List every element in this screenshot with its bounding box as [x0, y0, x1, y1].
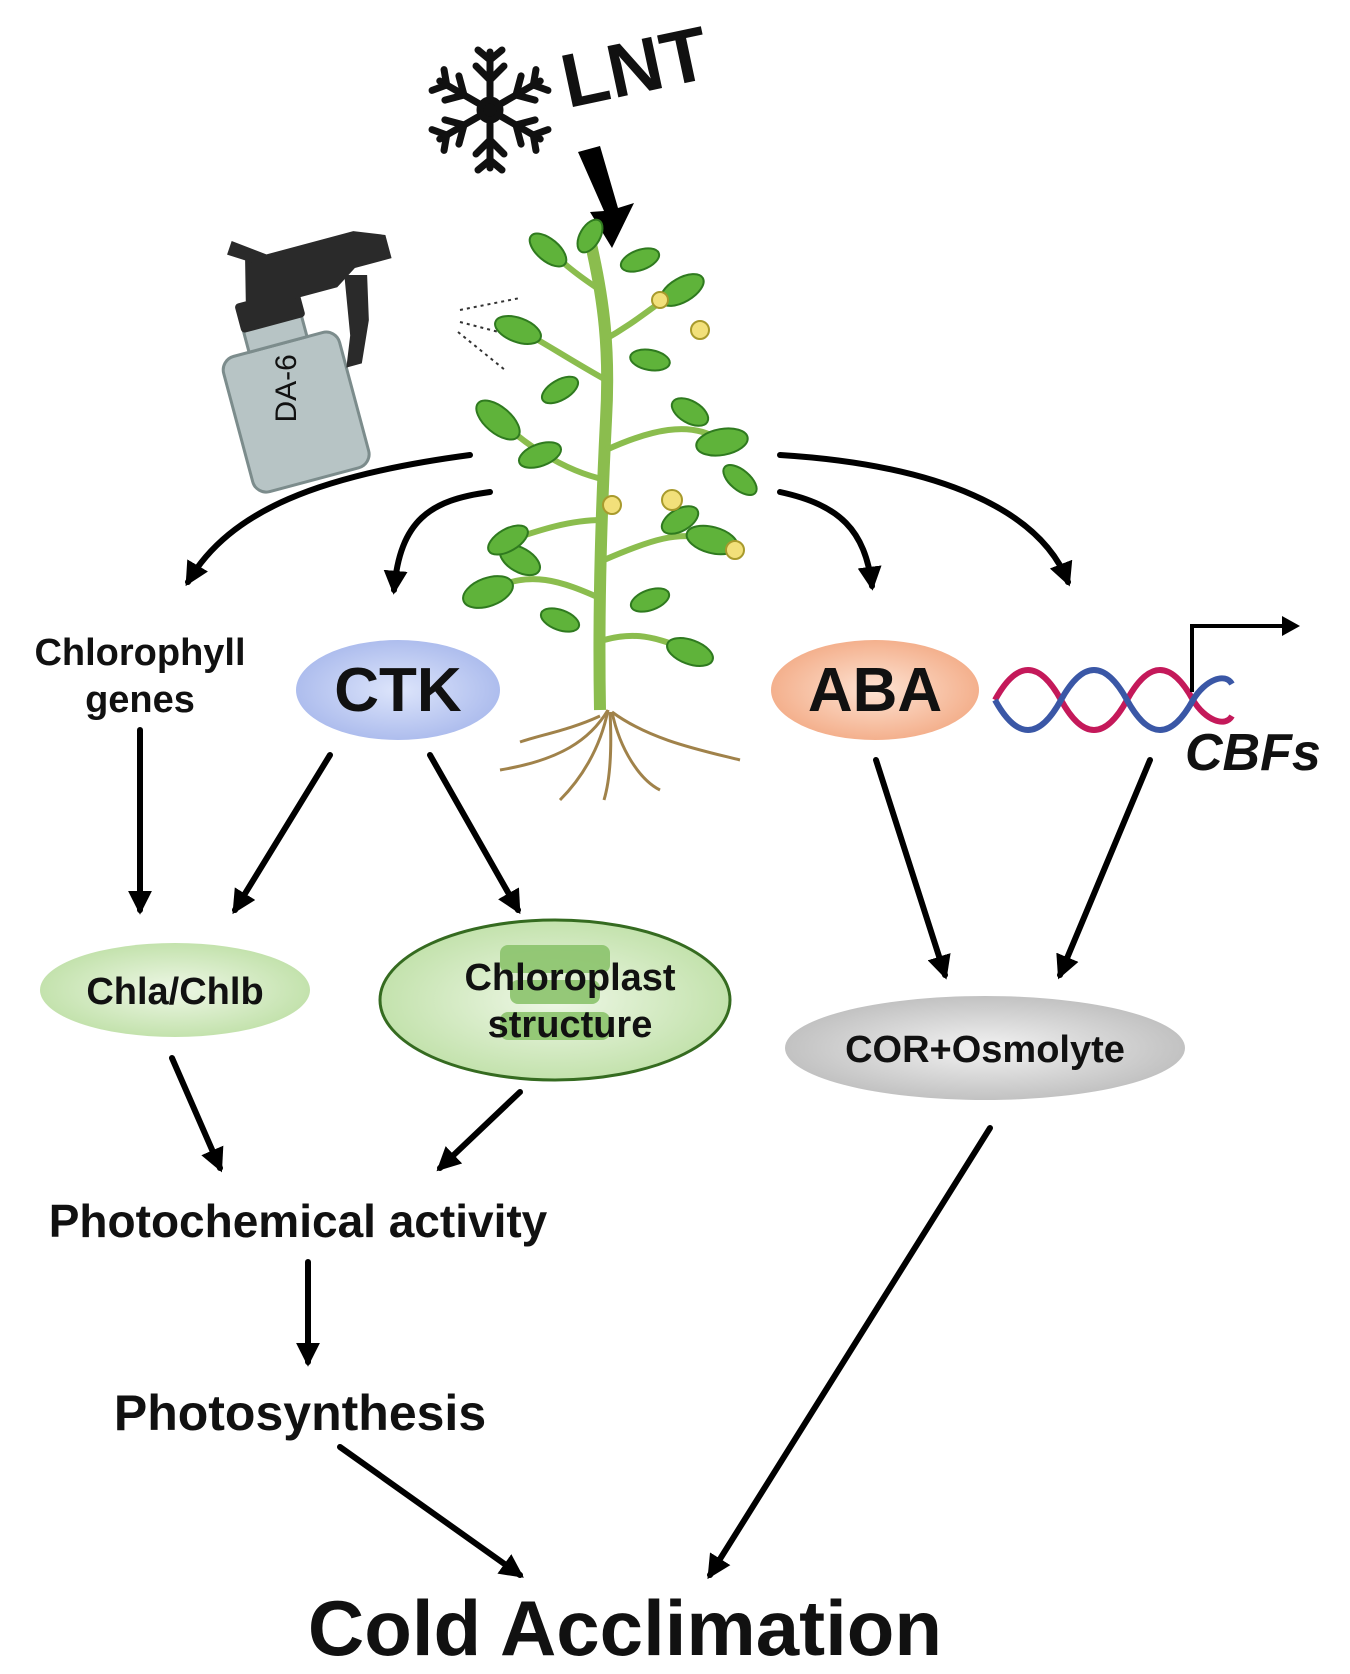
transcription-start-arrow [1190, 616, 1300, 692]
aba-node: ABA [771, 640, 979, 740]
chloroplast-structure-line2: structure [488, 1004, 653, 1046]
cor-osmolyte-label: COR+Osmolyte [845, 1029, 1125, 1071]
middle-arrows [128, 727, 1153, 980]
photosynthesis-label: Photosynthesis [114, 1385, 486, 1441]
chla-chlb-node: Chla/Chlb [40, 943, 310, 1037]
lnt-arrow [578, 146, 634, 248]
lower-arrows [169, 1055, 993, 1580]
spray-bottle-icon: DA-6 [221, 231, 523, 494]
chla-chlb-label: Chla/Chlb [86, 971, 263, 1013]
snowflake-icon [431, 46, 549, 170]
cold-acclimation-label: Cold Acclimation [308, 1584, 942, 1672]
chlorophyll-genes-node: Chlorophyll genes [34, 632, 245, 721]
spray-mist-lines [457, 297, 523, 371]
photochemical-activity-label: Photochemical activity [49, 1195, 548, 1247]
tomato-plant-illustration [462, 218, 758, 802]
plant-to-nodes-arrows [185, 452, 1073, 595]
aba-label: ABA [808, 656, 942, 725]
cor-osmolyte-node: COR+Osmolyte [785, 996, 1185, 1100]
ctk-label: CTK [334, 656, 462, 725]
chloroplast-structure-line1: Chloroplast [464, 957, 675, 999]
chlorophyll-genes-line1: Chlorophyll [34, 632, 245, 674]
lnt-label: LNT [554, 11, 716, 125]
chlorophyll-genes-line2: genes [85, 679, 195, 721]
cbfs-label: CBFs [1185, 724, 1321, 782]
dna-helix-icon [992, 667, 1235, 733]
da6-label: DA-6 [270, 354, 303, 422]
chloroplast-structure-node: Chloroplast structure [378, 918, 732, 1082]
ctk-node: CTK [296, 640, 500, 740]
